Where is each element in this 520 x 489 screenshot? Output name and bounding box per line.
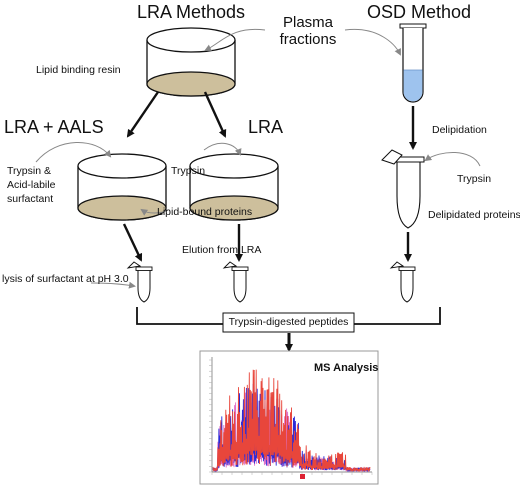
trypsin-acid-line-3: surfactant [7, 193, 54, 206]
arrow-to-lra-aals [126, 91, 159, 138]
flow-arrows [122, 91, 417, 352]
arrow-to-lra [203, 91, 227, 138]
trypsin-acid-curve [35, 142, 112, 163]
lipid-bound-pointer [140, 208, 169, 216]
trypsin-lra-curve [203, 142, 242, 156]
arrow-lra-aals-down [122, 223, 143, 262]
curved-arrows [35, 28, 481, 289]
peptides-box [222, 312, 355, 333]
plasma-to-tube-arrow [344, 28, 401, 56]
lra-title: LRA [248, 117, 284, 137]
trypsin-osd-label: Trypsin [457, 173, 492, 185]
small-tube-left [126, 261, 153, 303]
trypsin-lra-label: Trypsin [171, 165, 206, 177]
lra-resin-container [189, 153, 279, 221]
ms-trace-red [212, 369, 371, 473]
lipid-binding-resin-label: Lipid binding resin [36, 64, 121, 76]
small-tube-middle [222, 261, 249, 303]
small-tube-right [389, 261, 416, 303]
elution-label: Elution from LRA [182, 244, 262, 256]
trypsin-acid-label: Trypsin & Acid-labile surfactant [7, 164, 55, 207]
trypsin-acid-line-1: Trypsin & [7, 165, 51, 177]
plasma-line-1: Plasma [282, 14, 334, 31]
delipidated-proteins-label: Delipidated proteins [428, 209, 520, 221]
trypsin-acid-line-2: Acid-labile [7, 179, 56, 192]
ms-chart [199, 350, 379, 485]
plasma-to-resin-arrow [204, 28, 266, 51]
osd-test-tube [399, 23, 427, 103]
plasma-line-2: fractions [279, 31, 337, 49]
delipidated-microtube [381, 149, 425, 229]
lra-methods-title: LRA Methods [137, 2, 246, 22]
lysis-label: lysis of surfactant at pH 3.0 [2, 273, 129, 285]
lysis-pointer [90, 281, 136, 289]
lra-aals-resin-container [77, 153, 167, 221]
ms-analysis-label: MS Analysis [314, 362, 379, 374]
lra-aals-title: LRA + AALS [4, 117, 104, 137]
ms-marker [300, 474, 305, 479]
osd-method-title: OSD Method [367, 2, 472, 22]
lipid-binding-resin-container [146, 27, 236, 97]
peptides-label: Trypsin-digested peptides [228, 316, 349, 328]
lipid-bound-proteins-label: Lipid-bound proteins [157, 206, 253, 218]
trypsin-osd-curve [424, 151, 481, 167]
delipidation-label: Delipidation [432, 124, 487, 136]
plasma-fractions-label: Plasma fractions [268, 14, 348, 49]
